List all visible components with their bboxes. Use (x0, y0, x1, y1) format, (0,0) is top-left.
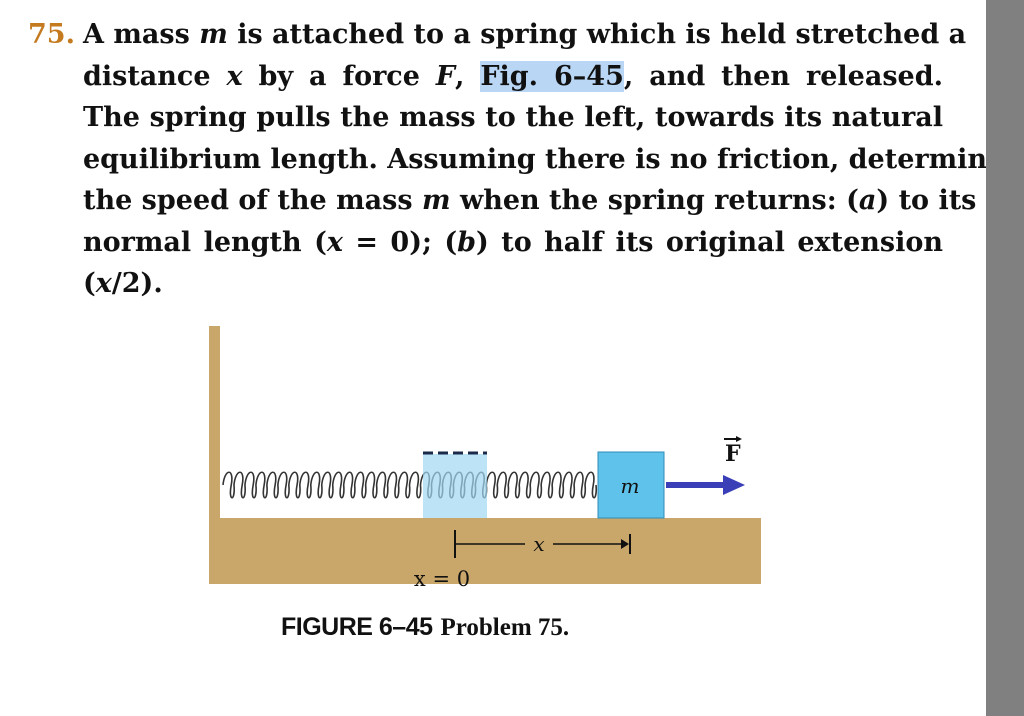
problem-line-1: A mass m is attached to a spring which i… (83, 14, 966, 56)
displacement-arrowhead (621, 539, 629, 549)
force-arrow-head (723, 475, 745, 495)
text-segment: The spring pulls the mass to the left, t… (83, 102, 943, 133)
mass-label: m (621, 474, 640, 498)
origin-label: x = 0 (414, 567, 470, 590)
figure-caption: FIGURE 6–45 Problem 75. (281, 612, 569, 642)
spring (222, 471, 598, 499)
text-segment: when the spring returns: ( (450, 185, 859, 216)
var-m: m (421, 185, 451, 216)
text-segment: distance (83, 60, 227, 92)
var-x: x (95, 268, 112, 299)
text-segment: A mass (83, 19, 200, 50)
problem-number: 75. (28, 19, 75, 50)
part-b: b (457, 226, 477, 258)
var-F: F (435, 60, 456, 92)
problem-line-2: distance x by a force F, Fig. 6–45, and … (83, 56, 943, 98)
part-a: a (858, 185, 877, 216)
var-x: x (326, 226, 343, 258)
text-segment: ) to its (876, 185, 977, 216)
equilibrium-position-block (423, 454, 487, 518)
text-segment: ( (83, 268, 96, 299)
document-page: 75. A mass m is attached to a spring whi… (28, 14, 1005, 642)
var-m: m (199, 19, 228, 50)
problem-line-5: the speed of the mass m when the spring … (83, 180, 976, 222)
text-segment: normal length ( (83, 226, 327, 258)
displacement-label: x (533, 532, 544, 556)
force-vector-arrowhead (736, 436, 742, 442)
floor (209, 518, 761, 584)
var-x: x (226, 60, 243, 92)
problem-line-4: equilibrium length. Assuming there is no… (83, 139, 1004, 181)
text-segment: is attached to a spring which is held st… (227, 19, 967, 50)
text-segment: by a force (242, 60, 436, 92)
problem-line-7: (x/2). (83, 263, 163, 305)
text-segment: = 0); ( (342, 226, 458, 258)
text-segment: , and then released. (623, 60, 943, 92)
force-label: F (725, 441, 741, 467)
text-segment: ) to half its original extension (476, 226, 943, 258)
text-segment: /2). (111, 268, 163, 299)
wall (209, 326, 220, 584)
text-segment: , (455, 60, 481, 92)
problem-line-3: The spring pulls the mass to the left, t… (83, 97, 943, 139)
problem-line-6: normal length (x = 0); (b) to half its o… (83, 222, 943, 264)
mass-block (597, 451, 665, 519)
scrollbar[interactable] (986, 0, 1024, 716)
caption-text: Problem 75. (440, 614, 570, 641)
text-segment: equilibrium length. Assuming there is no… (83, 143, 1005, 175)
caption-label: FIGURE 6–45 (281, 613, 433, 641)
text-segment: the speed of the mass (83, 185, 422, 216)
spring-mass-figure: m F x x = 0 (209, 326, 761, 590)
figure-reference-link[interactable]: Fig. 6–45 (480, 60, 624, 92)
